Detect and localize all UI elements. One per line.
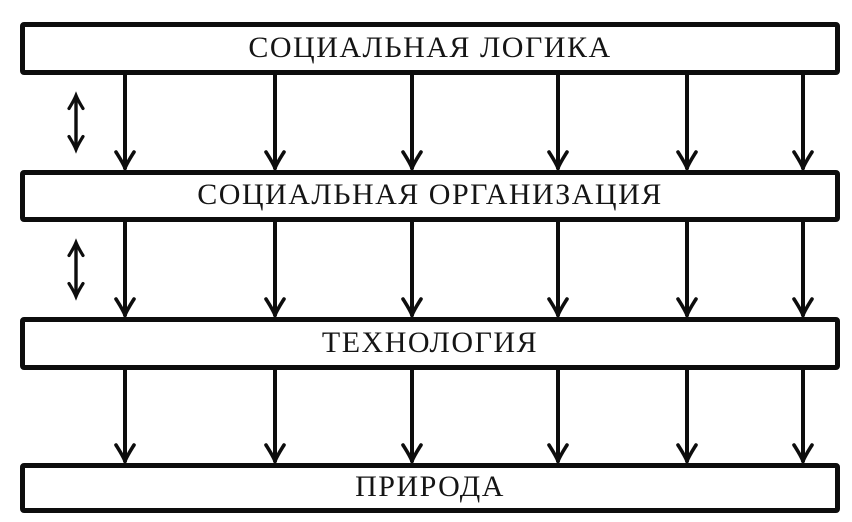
down-arrowhead-icon-1-1 bbox=[264, 297, 286, 320]
down-arrowhead-icon-2-3 bbox=[547, 443, 569, 466]
box-technology: ТЕХНОЛОГИЯ bbox=[20, 317, 840, 370]
down-arrowhead-icon-0-3 bbox=[547, 150, 569, 173]
down-arrowhead-icon-2-2 bbox=[401, 443, 423, 466]
up-arrowhead-icon-1 bbox=[67, 238, 85, 258]
down-arrowhead-icon-1-3 bbox=[547, 297, 569, 320]
box-technology-label: ТЕХНОЛОГИЯ bbox=[321, 325, 539, 359]
down-arrowhead-icon-1-2 bbox=[401, 297, 423, 320]
box-nature-label: ПРИРОДА bbox=[355, 470, 505, 503]
down-arrowhead-icon-2-4 bbox=[676, 443, 698, 466]
box-nature: ПРИРОДА bbox=[20, 463, 840, 513]
box-social-organization: СОЦИАЛЬНАЯ ОРГАНИЗАЦИЯ bbox=[20, 170, 840, 222]
box-social-logic: СОЦИАЛЬНАЯ ЛОГИКА bbox=[20, 22, 840, 75]
down-arrowhead-icon-0-2 bbox=[401, 150, 423, 173]
down-arrowhead-icon-2-0 bbox=[114, 443, 136, 466]
down-arrowhead-icon-side-0 bbox=[67, 134, 85, 154]
down-arrowhead-icon-0-0 bbox=[114, 150, 136, 173]
down-arrowhead-icon-1-0 bbox=[114, 297, 136, 320]
down-arrowhead-icon-1-4 bbox=[676, 297, 698, 320]
down-arrowhead-icon-0-4 bbox=[676, 150, 698, 173]
box-social-organization-label: СОЦИАЛЬНАЯ ОРГАНИЗАЦИЯ bbox=[197, 178, 663, 211]
down-arrowhead-icon-0-5 bbox=[792, 150, 814, 173]
down-arrowhead-icon-side-1 bbox=[67, 281, 85, 301]
down-arrowhead-icon-0-1 bbox=[264, 150, 286, 173]
box-social-logic-label: СОЦИАЛЬНАЯ ЛОГИКА bbox=[248, 30, 612, 64]
up-arrowhead-icon-0 bbox=[67, 91, 85, 111]
down-arrowhead-icon-2-1 bbox=[264, 443, 286, 466]
down-arrowhead-icon-1-5 bbox=[792, 297, 814, 320]
down-arrowhead-icon-2-5 bbox=[792, 443, 814, 466]
